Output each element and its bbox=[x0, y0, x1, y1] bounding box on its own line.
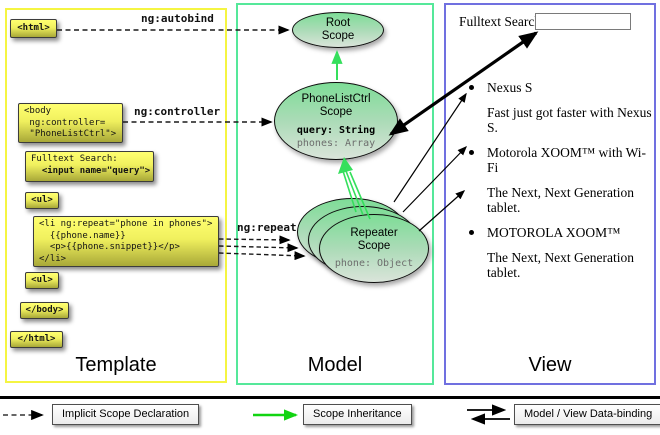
model-panel bbox=[236, 3, 434, 385]
item-title-text: Nexus S bbox=[487, 80, 533, 95]
phonelistctrl-scope-phones: phones: Array bbox=[296, 137, 376, 149]
repeater-scope-name: Repeater Scope bbox=[350, 227, 398, 252]
code-box-li-repeat: <li ng:repeat="phone in phones"> {{phone… bbox=[33, 216, 219, 267]
model-caption: Model bbox=[307, 354, 363, 376]
view-phone-list: Nexus S Fast just got faster with Nexus … bbox=[460, 80, 652, 290]
green-arrow-icon bbox=[253, 409, 299, 421]
dashed-arrow-icon bbox=[3, 409, 44, 421]
code-fulltext-line1: Fulltext Search: bbox=[31, 154, 118, 164]
code-box-html-open: <html> bbox=[10, 19, 57, 38]
view-search-label: Fulltext Search: bbox=[459, 14, 545, 29]
repeater-scope-ellipse-front: Repeater Scope phone: Object bbox=[319, 214, 429, 283]
list-item-title: Nexus S bbox=[460, 80, 652, 95]
label-ng-autobind: ng:autobind bbox=[141, 12, 214, 25]
repeater-scope-phone: phone: Object bbox=[334, 258, 414, 269]
code-box-body-close: </body> bbox=[20, 302, 69, 319]
phonelistctrl-scope-query: query: String bbox=[296, 124, 376, 136]
list-item-desc: The Next, Next Generation tablet. bbox=[487, 250, 634, 280]
list-item-desc: The Next, Next Generation tablet. bbox=[487, 185, 634, 215]
item-title-text: Motorola XOOM™ with Wi-Fi bbox=[487, 145, 647, 175]
list-item-title: MOTOROLA XOOM™ bbox=[460, 225, 652, 240]
code-box-html-close: </html> bbox=[10, 331, 63, 348]
legend-implicit-label: Implicit Scope Declaration bbox=[52, 404, 200, 425]
legend-inheritance-label: Scope Inheritance bbox=[303, 404, 412, 425]
code-box-fulltext: Fulltext Search: <input name="query"> bbox=[25, 151, 154, 182]
phonelistctrl-scope-name: PhoneListCtrl Scope bbox=[301, 92, 371, 118]
view-search-input[interactable] bbox=[535, 13, 631, 30]
legend-binding-label: Model / View Data-binding bbox=[514, 404, 660, 425]
bullet-icon bbox=[469, 230, 474, 235]
code-box-body-open: <body ng:controller= "PhoneListCtrl"> bbox=[18, 103, 123, 143]
code-box-ul-close: <ul> bbox=[25, 272, 59, 289]
code-fulltext-line2: <input name="query"> bbox=[31, 165, 151, 176]
list-item-desc: Fast just got faster with Nexus S. bbox=[487, 105, 652, 135]
item-title-text: MOTOROLA XOOM™ bbox=[487, 225, 621, 240]
phonelistctrl-scope-ellipse: PhoneListCtrl Scope query: String phones… bbox=[274, 82, 398, 160]
legend-separator bbox=[0, 396, 660, 399]
label-ng-controller: ng:controller bbox=[134, 105, 221, 118]
bullet-icon bbox=[469, 85, 474, 90]
view-caption: View bbox=[528, 354, 572, 376]
template-caption: Template bbox=[75, 354, 157, 376]
label-ng-repeat: ng:repeat bbox=[237, 221, 297, 234]
root-scope-ellipse: Root Scope bbox=[292, 12, 384, 48]
bullet-icon bbox=[469, 150, 474, 155]
list-item-title: Motorola XOOM™ with Wi-Fi bbox=[460, 145, 652, 175]
code-box-ul-open: <ul> bbox=[25, 192, 59, 209]
root-scope-name: Root Scope bbox=[321, 17, 355, 42]
double-arrow-icon bbox=[467, 404, 510, 425]
